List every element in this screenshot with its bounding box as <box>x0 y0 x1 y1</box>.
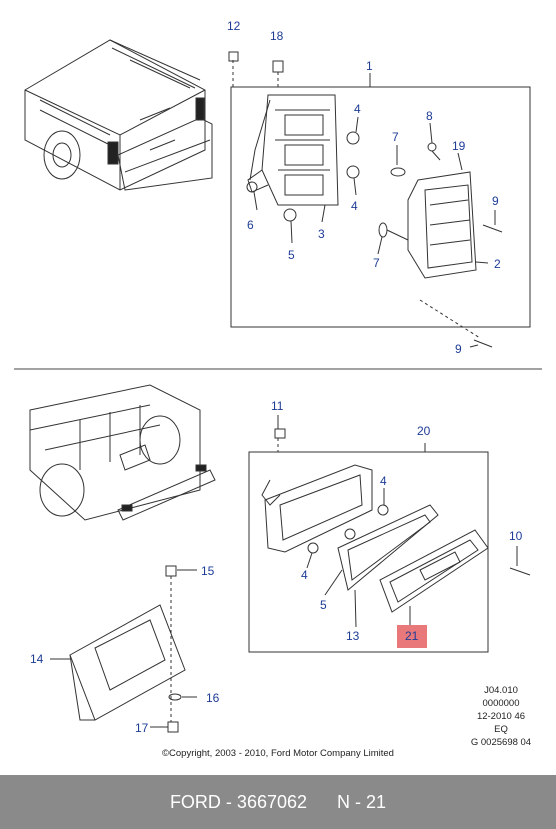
pickup-truck-rear-illustration <box>24 39 213 191</box>
callout-5[interactable]: 5 <box>288 248 295 262</box>
callout-4[interactable]: 4 <box>354 102 361 116</box>
callout-17[interactable]: 17 <box>135 721 149 735</box>
callout-11[interactable]: 11 <box>271 399 284 413</box>
callout-10[interactable]: 10 <box>509 529 523 543</box>
truck-chassis-illustration <box>29 384 216 521</box>
assembly-frame-tail-lamp <box>230 86 531 328</box>
callout-19[interactable]: 19 <box>452 139 466 153</box>
diagram-code-line: 0000000 <box>482 698 520 709</box>
tail-lamp-lens-illustration <box>407 171 477 279</box>
callout-20[interactable]: 20 <box>417 424 431 438</box>
diagram-code-line: G 0025698 04 <box>470 737 532 748</box>
gasket-illustration <box>337 504 439 591</box>
side-lamp-housing-illustration <box>261 464 373 553</box>
callout-2[interactable]: 2 <box>494 257 501 271</box>
callout-14[interactable]: 14 <box>30 652 44 666</box>
callout-3[interactable]: 3 <box>318 227 325 241</box>
bracket-illustration <box>69 604 186 721</box>
callout-9[interactable]: 9 <box>492 194 499 208</box>
footer-bar <box>0 775 556 829</box>
diagram-code-line: EQ <box>494 724 508 735</box>
part-number: FORD - 3667062 <box>169 792 308 812</box>
callout-5[interactable]: 5 <box>320 598 327 612</box>
callout-12[interactable]: 12 <box>227 19 241 33</box>
bulb-illustrations <box>246 131 360 222</box>
hardware-illustrations-top <box>228 51 503 348</box>
lens-illustration <box>379 529 489 613</box>
copyright-notice: ©Copyright, 2003 - 2010, Ford Motor Comp… <box>162 748 394 759</box>
footer-text: FORD - 3667062 N - 21 <box>0 775 556 829</box>
callout-9[interactable]: 9 <box>455 342 462 356</box>
leader-lines <box>50 73 518 728</box>
callout-7[interactable]: 7 <box>373 256 380 270</box>
callout-6[interactable]: 6 <box>247 218 254 232</box>
callout-7[interactable]: 7 <box>392 130 399 144</box>
leader-dashes-top <box>232 60 481 339</box>
callout-13[interactable]: 13 <box>346 629 360 643</box>
tail-lamp-housing-illustration <box>247 94 339 206</box>
highlighted-part-21 <box>397 625 427 648</box>
callout-16[interactable]: 16 <box>206 691 220 705</box>
diagram-code-line: 12-2010 46 <box>476 711 526 722</box>
callout-15[interactable]: 15 <box>201 564 215 578</box>
diagram-code-line: J04.010 <box>484 685 518 696</box>
callout-18[interactable]: 18 <box>270 29 284 43</box>
hardware-illustrations-bottom <box>165 428 531 733</box>
diagram-ref: N - 21 <box>337 792 387 812</box>
assembly-frame-side-lamp <box>248 451 489 653</box>
callout-1[interactable]: 1 <box>366 59 373 73</box>
callout-8[interactable]: 8 <box>426 109 433 123</box>
callout-4[interactable]: 4 <box>351 199 358 213</box>
callout-4[interactable]: 4 <box>301 568 308 582</box>
callout-4[interactable]: 4 <box>380 474 387 488</box>
callout-21[interactable]: 21 <box>405 629 419 643</box>
